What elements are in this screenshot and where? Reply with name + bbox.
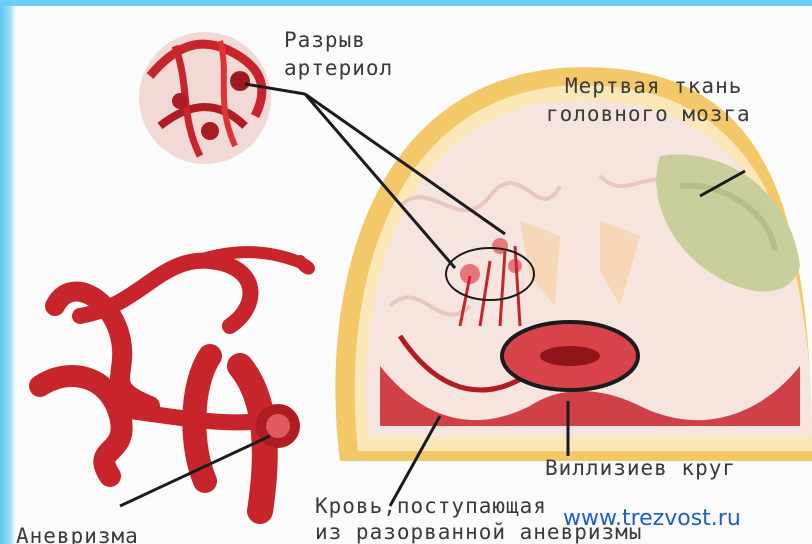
label-blood-line1: Кровь,поступающая	[315, 496, 547, 517]
label-rupture-line1: Разрыв	[284, 30, 366, 51]
label-dead-tissue-line2: головного мозга	[546, 104, 751, 125]
label-dead-tissue-line1: Мертвая ткань	[565, 76, 742, 97]
label-willis-circle: Виллизиев круг	[545, 458, 736, 479]
aneurysm-arteries	[40, 252, 309, 511]
watermark-url: www.trezvost.ru	[563, 508, 741, 530]
arteriole-rupture-inset	[139, 32, 271, 164]
brain-cross-section	[335, 67, 812, 461]
label-rupture-line2: артериол	[284, 58, 393, 79]
label-aneurysm: Аневризма	[16, 526, 139, 544]
